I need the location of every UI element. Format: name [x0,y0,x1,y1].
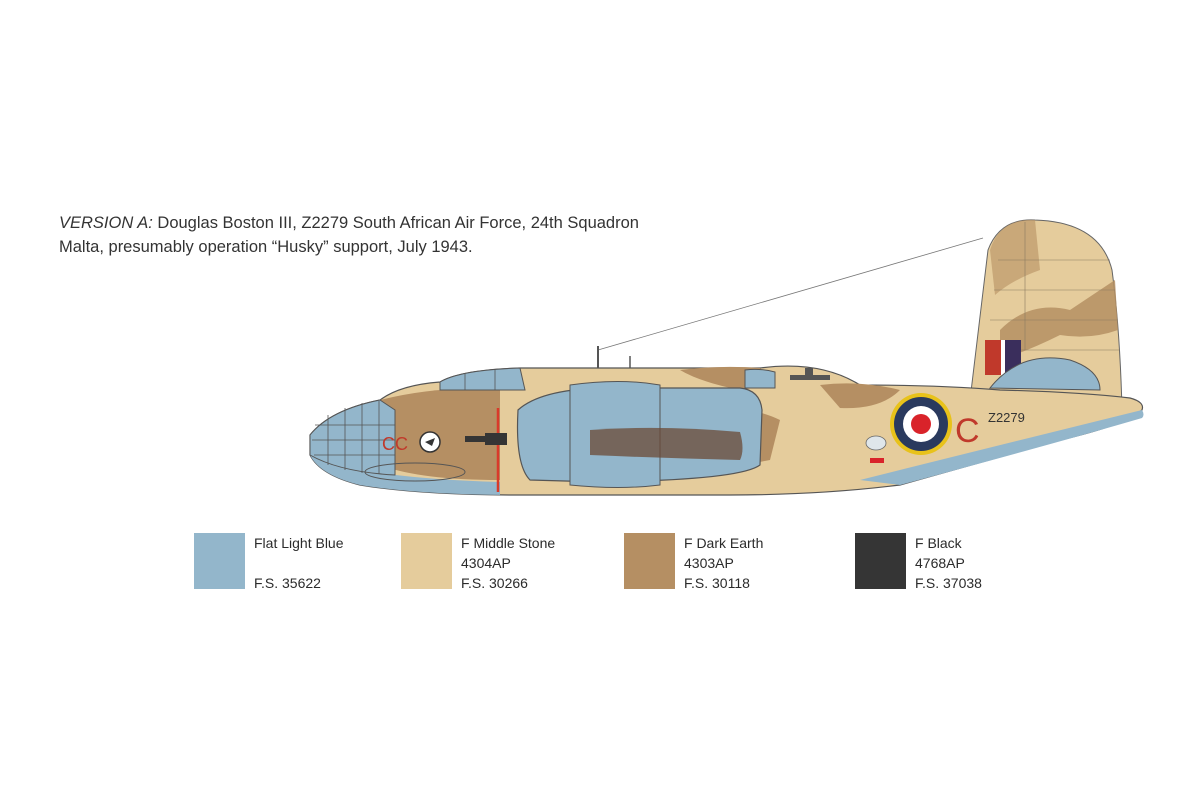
antenna-wire [597,237,984,351]
color-name: F Black [915,535,962,551]
color-name: F Middle Stone [461,535,556,551]
caption-line-1: VERSION A: Douglas Boston III, Z2279 Sou… [59,211,639,235]
color-ref: 4768AP [915,555,965,571]
color-name: F Dark Earth [684,535,764,551]
underside-rear [860,410,1144,485]
fin-flash-red [985,340,1001,375]
swatch-middle-stone [401,533,452,589]
color-fs: F.S. 30118 [684,575,750,591]
exhaust-stain [590,427,743,460]
color-name: Flat Light Blue [254,535,344,551]
underside-nose [310,435,520,495]
color-fs: F.S. 30266 [461,575,528,591]
swatch-black [855,533,906,589]
color-ref: 4304AP [461,555,511,571]
color-fs: F.S. 37038 [915,575,982,591]
version-caption: VERSION A: Douglas Boston III, Z2279 Sou… [59,211,639,259]
camo-nose [380,388,500,480]
swatch-flat-light-blue [194,533,245,589]
caption-line-2: Malta, presumably operation “Husky” supp… [59,238,473,256]
color-fs: F.S. 35622 [254,575,321,591]
version-label: VERSION A: [59,214,153,232]
aircraft-profile: CC C Z2279 [309,219,1144,496]
color-legend: Flat Light Blue F.S. 35622 F Middle Ston… [0,533,1200,603]
color-ref: 4303AP [684,555,734,571]
rear-canopy [744,368,776,389]
nose-fairing [364,462,466,482]
nose-gun [485,433,507,445]
nose-code: CC [382,434,408,454]
caption-line-1-text: Douglas Boston III, Z2279 South African … [152,214,639,232]
fin-flash-white [1001,340,1005,375]
serial-number: Z2279 [988,410,1025,425]
swatch-dark-earth [624,533,675,589]
roundel-red [911,414,931,434]
cockpit-canopy [439,367,526,391]
tail-code: C [955,412,980,450]
tail-blister [988,357,1101,391]
color-ref [254,553,344,573]
